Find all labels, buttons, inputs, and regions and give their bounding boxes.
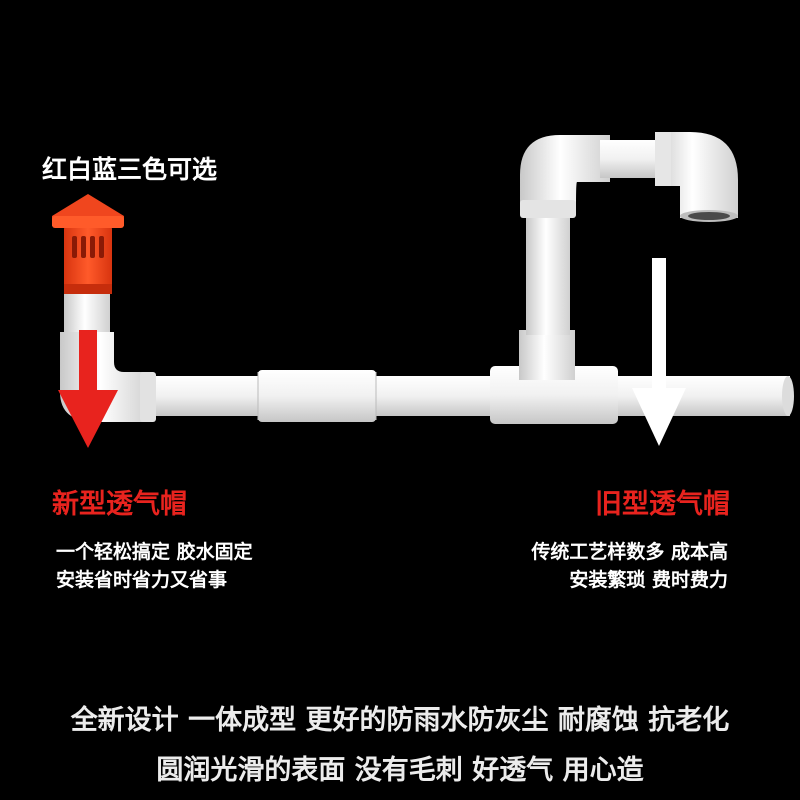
footer-line: 圆润光滑的表面 没有毛刺 好透气 用心造	[156, 755, 644, 786]
old-cap-desc-line: 安装繁琐 费时费力	[569, 569, 728, 591]
pipe-coupling	[258, 370, 376, 422]
new-cap-desc-line: 一个轻松搞定 胶水固定	[56, 541, 253, 563]
new-cap-title: 新型透气帽	[52, 489, 187, 520]
red-vent-cap	[52, 194, 124, 294]
old-cap-desc-line: 传统工艺样数多 成本高	[531, 541, 728, 563]
old-cap-description: 传统工艺样数多 成本高 安装繁琐 费时费力	[531, 538, 728, 594]
main-pipe	[90, 376, 794, 416]
new-cap-description: 一个轻松搞定 胶水固定 安装省时省力又省事	[56, 538, 253, 594]
top-short-pipe	[600, 140, 662, 178]
vertical-riser	[526, 205, 570, 335]
top-elbow	[520, 135, 610, 218]
old-vent-elbow	[655, 132, 738, 222]
tee-fitting	[490, 330, 618, 424]
arrow-down-white-icon	[632, 258, 686, 446]
arrow-down-red-icon	[58, 330, 118, 448]
old-cap-title: 旧型透气帽	[595, 489, 730, 520]
new-cap-desc-line: 安装省时省力又省事	[56, 569, 228, 591]
color-options-label: 红白蓝三色可选	[42, 155, 218, 184]
footer-line: 全新设计 一体成型 更好的防雨水防灰尘 耐腐蚀 抗老化	[70, 705, 730, 736]
